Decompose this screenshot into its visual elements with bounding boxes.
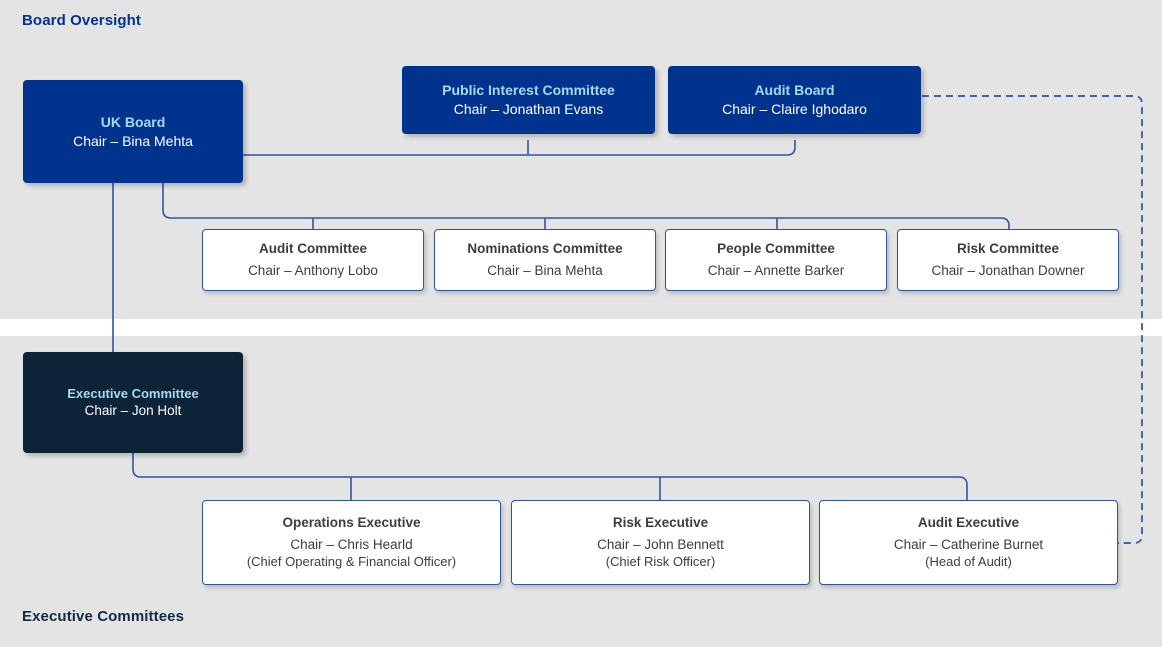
node-risk-committee-title: Risk Committee	[956, 241, 1060, 257]
node-public-interest-committee-chair: Chair – Jonathan Evans	[453, 101, 604, 117]
node-audit-board[interactable]: Audit Board Chair – Claire Ighodaro	[668, 66, 921, 134]
node-audit-committee[interactable]: Audit Committee Chair – Anthony Lobo	[202, 229, 424, 291]
node-risk-executive-title: Risk Executive	[612, 514, 709, 530]
node-audit-committee-chair: Chair – Anthony Lobo	[248, 262, 378, 278]
node-operations-executive[interactable]: Operations Executive Chair – Chris Hearl…	[202, 500, 501, 585]
section-label-executive-committees: Executive Committees	[22, 608, 185, 625]
node-risk-committee[interactable]: Risk Committee Chair – Jonathan Downer	[897, 229, 1119, 291]
node-nominations-committee[interactable]: Nominations Committee Chair – Bina Mehta	[434, 229, 656, 291]
node-risk-executive-chair: Chair – John Bennett	[597, 537, 724, 553]
node-uk-board-chair: Chair – Bina Mehta	[73, 132, 193, 149]
node-audit-executive-role: (Head of Audit)	[925, 554, 1012, 570]
node-people-committee-chair: Chair – Annette Barker	[707, 262, 845, 278]
node-public-interest-committee-title: Public Interest Committee	[442, 82, 615, 99]
node-nominations-committee-chair: Chair – Bina Mehta	[487, 262, 603, 278]
node-uk-board-title: UK Board	[100, 113, 166, 130]
node-audit-executive-title: Audit Executive	[917, 514, 1020, 530]
node-executive-committee-title: Executive Committee	[67, 385, 199, 401]
node-public-interest-committee[interactable]: Public Interest Committee Chair – Jonath…	[402, 66, 655, 134]
node-executive-committee[interactable]: Executive Committee Chair – Jon Holt	[23, 352, 243, 453]
node-audit-executive-chair: Chair – Catherine Burnet	[893, 537, 1044, 553]
node-audit-committee-title: Audit Committee	[259, 241, 367, 257]
node-audit-board-chair: Chair – Claire Ighodaro	[722, 101, 867, 117]
node-audit-board-title: Audit Board	[754, 82, 835, 99]
node-risk-committee-chair: Chair – Jonathan Downer	[931, 262, 1085, 278]
node-people-committee[interactable]: People Committee Chair – Annette Barker	[665, 229, 887, 291]
node-operations-executive-role: (Chief Operating & Financial Officer)	[246, 554, 457, 570]
node-risk-executive[interactable]: Risk Executive Chair – John Bennett (Chi…	[511, 500, 810, 585]
node-risk-executive-role: (Chief Risk Officer)	[605, 554, 716, 570]
node-uk-board[interactable]: UK Board Chair – Bina Mehta	[23, 80, 243, 183]
node-nominations-committee-title: Nominations Committee	[467, 241, 623, 257]
node-audit-executive[interactable]: Audit Executive Chair – Catherine Burnet…	[819, 500, 1118, 585]
section-label-board-oversight: Board Oversight	[22, 12, 142, 29]
node-people-committee-title: People Committee	[717, 241, 835, 257]
node-executive-committee-chair: Chair – Jon Holt	[84, 403, 182, 419]
node-operations-executive-chair: Chair – Chris Hearld	[290, 537, 413, 553]
node-operations-executive-title: Operations Executive	[282, 514, 421, 530]
